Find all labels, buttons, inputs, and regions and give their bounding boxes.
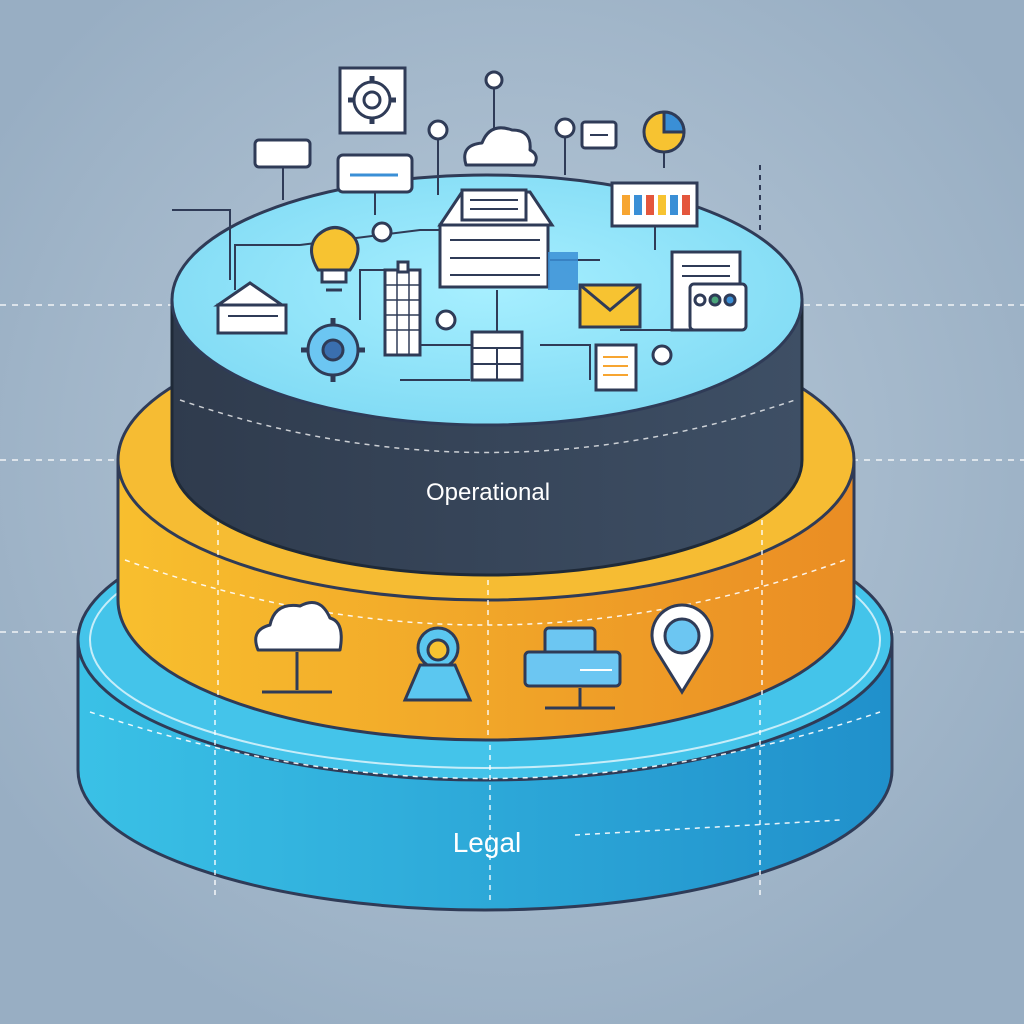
user-icon xyxy=(402,626,473,702)
layer-label-legal: Legal xyxy=(453,827,522,858)
building-icon xyxy=(383,260,422,357)
chart-icon xyxy=(642,110,686,154)
gear-icon xyxy=(338,66,407,135)
lightbulb-icon xyxy=(310,226,360,292)
table-icon xyxy=(470,330,524,382)
cloud-icon xyxy=(254,601,343,694)
label-box xyxy=(253,138,312,169)
gear-icon xyxy=(301,318,365,382)
warehouse-icon xyxy=(213,281,288,335)
server-icon xyxy=(437,188,578,290)
chart-icon xyxy=(610,181,699,228)
document-icon xyxy=(670,250,748,332)
node-dots xyxy=(427,70,576,141)
floating-elements xyxy=(172,66,761,280)
envelope-icon xyxy=(578,283,642,329)
layer-label-operational: Operational xyxy=(426,479,550,506)
layer-top: Operational xyxy=(170,173,804,577)
message-box xyxy=(336,153,414,194)
small-document-icon xyxy=(594,343,638,392)
pin-icon xyxy=(650,603,714,695)
cloud-icon xyxy=(463,126,538,167)
node-dots xyxy=(371,221,673,366)
server-icon xyxy=(523,626,622,710)
